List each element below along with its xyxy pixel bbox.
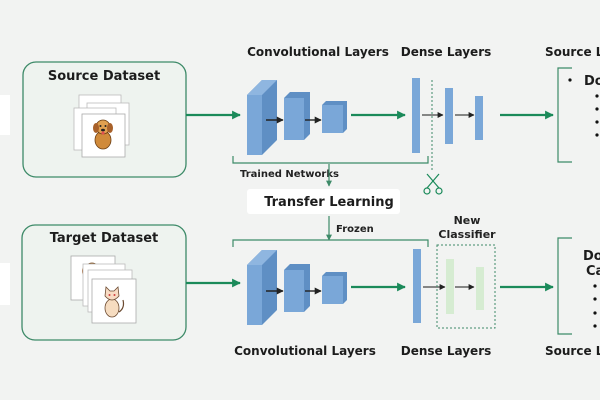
source-dataset-title: Source Dataset <box>48 69 160 84</box>
top-dense-label: Dense Layers <box>401 45 492 59</box>
trained-networks-bracket <box>232 156 429 164</box>
top-output-item: Do <box>584 74 600 89</box>
bottom-output-list: Do Ca <box>557 237 600 335</box>
frozen-label: Frozen <box>336 224 374 235</box>
transfer-learning-box <box>247 189 400 214</box>
left-partial-panel <box>0 263 10 305</box>
new-classifier-box <box>436 244 496 329</box>
dog-image-stack-icon <box>73 94 130 158</box>
trained-networks-label: Trained Networks <box>240 169 339 180</box>
bottom-output-line2: Ca <box>586 264 600 279</box>
bottom-dense-layer <box>413 249 421 323</box>
bottom-conv-layers <box>247 250 347 325</box>
new-classifier-label-line1: New <box>454 214 481 227</box>
top-dense-layers <box>412 78 483 170</box>
bottom-output-line1: Do <box>583 249 600 264</box>
left-partial-panel <box>0 95 10 135</box>
top-output-list: Do <box>557 67 600 163</box>
top-conv-layers <box>247 80 347 155</box>
source-dataset-box: Source Dataset <box>22 61 187 178</box>
bottom-dense-label: Dense Layers <box>401 344 492 358</box>
frozen-bracket <box>232 239 429 247</box>
target-dataset-title: Target Dataset <box>50 231 159 246</box>
scissors-icon <box>423 173 443 195</box>
new-classifier-label-line2: Classifier <box>438 228 496 241</box>
dog-cat-image-stack-icon <box>70 255 137 324</box>
top-output-label: Source La <box>545 45 600 59</box>
target-dataset-box: Target Dataset <box>21 224 187 341</box>
transfer-learning-label: Transfer Learning <box>264 195 394 210</box>
top-conv-label: Convolutional Layers <box>247 45 389 59</box>
bottom-conv-label: Convolutional Layers <box>234 344 376 358</box>
bottom-output-label: Source La <box>545 344 600 358</box>
